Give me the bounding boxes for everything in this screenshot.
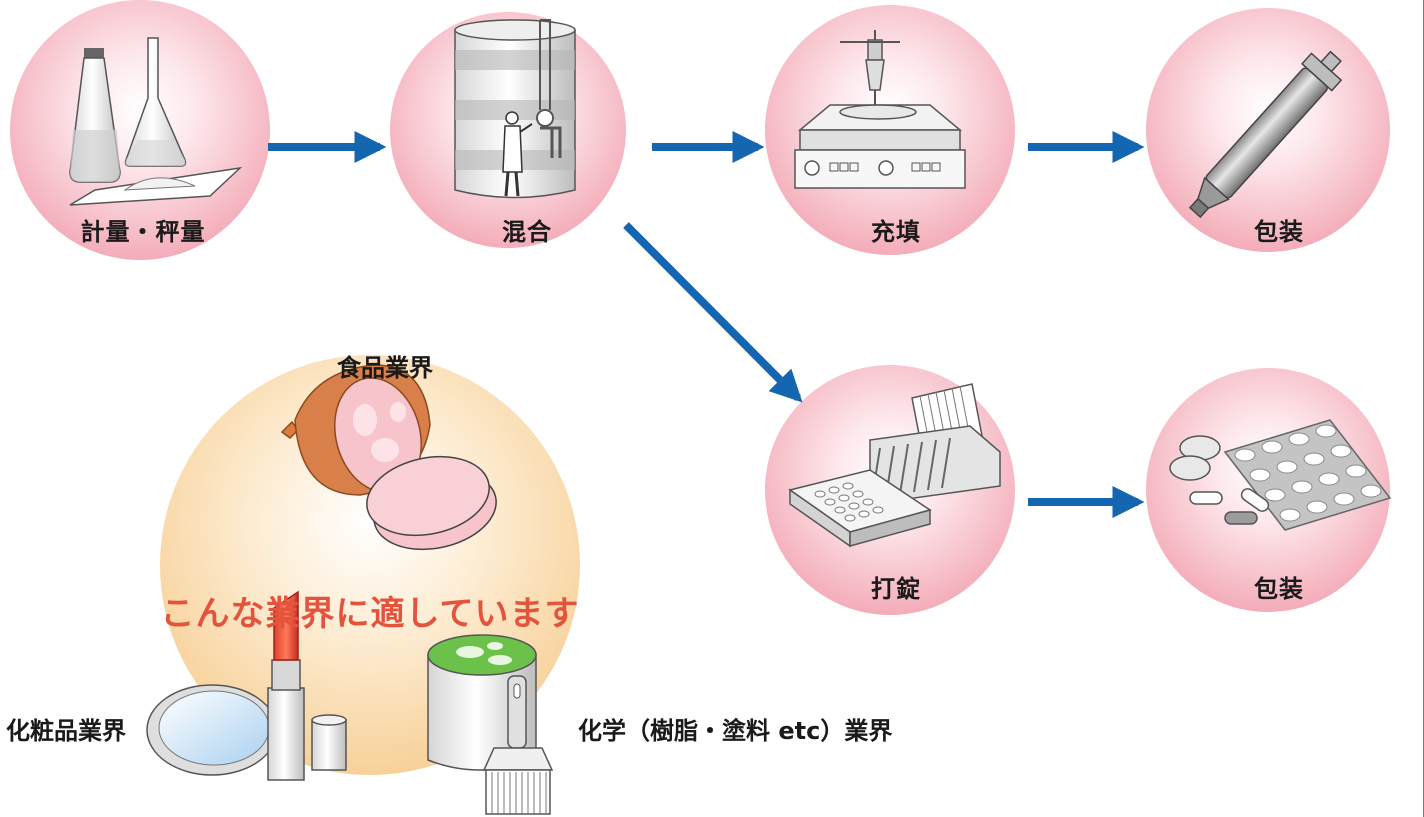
tube-icon: [1188, 50, 1343, 219]
mixing-tank-icon: [454, 19, 576, 199]
tablet-press-icon: [788, 383, 1001, 548]
blister-pack-icon: [1169, 419, 1392, 531]
industries-headline: こんな業界に適しています: [160, 594, 580, 634]
step-label-tableting: 打錠: [871, 575, 921, 603]
industry-label-food: 食品業界: [337, 354, 433, 382]
step-label-packaging-bottom: 包装: [1254, 575, 1304, 603]
arrow-mixing-to-tableting: [623, 222, 803, 403]
industry-label-chemical: 化学（樹脂・塗料 etc）業界: [578, 717, 893, 745]
cosmetics-icon: [146, 590, 347, 781]
step-label-mixing: 混合: [502, 218, 552, 246]
step-label-packaging-top: 包装: [1254, 218, 1304, 246]
step-label-weighing: 計量・秤量: [80, 218, 206, 246]
ham-icon: [280, 364, 497, 551]
filling-machine-icon: [794, 30, 966, 189]
flask-powder-icon: [69, 37, 243, 206]
paint-brush-icon: [482, 675, 554, 815]
step-label-filling: 充填: [871, 218, 921, 246]
industry-label-cosmetics: 化粧品業界: [6, 717, 126, 745]
